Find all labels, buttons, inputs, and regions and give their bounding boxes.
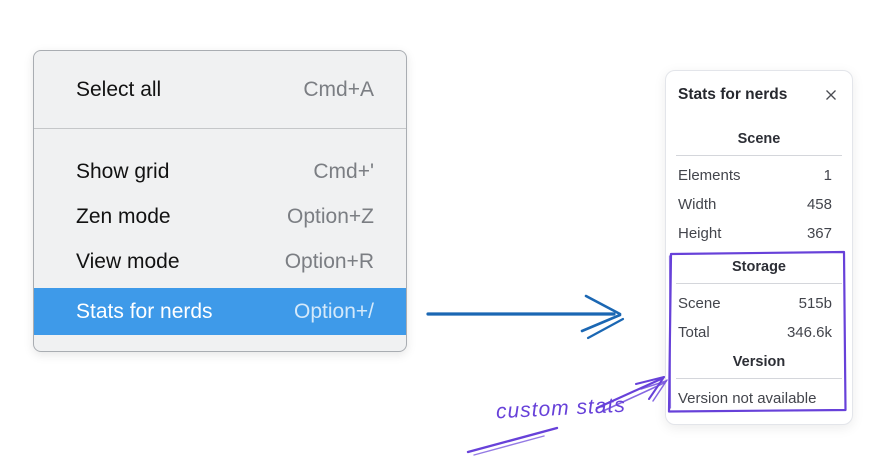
stat-label: Total [678, 324, 710, 341]
context-menu: Select all Cmd+A Show grid Cmd+' Zen mod… [33, 50, 407, 352]
section-divider [676, 283, 842, 284]
section-header-scene: Scene [737, 131, 781, 147]
menu-item-shortcut: Cmd+' [313, 159, 374, 183]
pointer-arrow [426, 294, 625, 340]
menu-divider [34, 128, 406, 129]
section-header-version: Version [732, 354, 786, 370]
menu-item-label: Zen mode [76, 204, 171, 228]
stat-value: 1 [823, 167, 832, 184]
menu-item-stats-for-nerds[interactable]: Stats for nerds Option+/ [34, 288, 406, 335]
menu-item-label: Stats for nerds [76, 299, 213, 323]
stat-label: Width [678, 196, 717, 213]
menu-item-zen-mode[interactable]: Zen mode Option+Z [34, 194, 406, 239]
stats-panel-titlebar: Stats for nerds [666, 86, 852, 104]
stat-label: Height [678, 225, 722, 242]
section-divider [676, 378, 842, 379]
menu-item-view-mode[interactable]: View mode Option+R [34, 239, 406, 284]
menu-group: Show grid Cmd+' Zen mode Option+Z View m… [34, 129, 406, 351]
stat-row-height: Height 367 [666, 219, 852, 248]
stats-panel: Stats for nerds Scene Elements 1 Width 4… [665, 70, 853, 425]
stat-value: 458 [806, 196, 832, 213]
stat-value: 367 [806, 225, 832, 242]
stats-panel-title: Stats for nerds [678, 86, 788, 103]
stat-label: Scene [678, 295, 721, 312]
menu-item-shortcut: Option+/ [294, 299, 374, 323]
close-button[interactable] [822, 86, 840, 104]
stat-row-elements: Elements 1 [666, 161, 852, 190]
stat-value: 515b [798, 295, 832, 312]
version-note: Version not available [678, 390, 817, 407]
section-divider [676, 155, 842, 156]
menu-item-label: Show grid [76, 159, 170, 183]
menu-item-show-grid[interactable]: Show grid Cmd+' [34, 149, 406, 194]
stat-row-width: Width 458 [666, 190, 852, 219]
section-header-storage: Storage [732, 259, 786, 275]
stat-label: Elements [678, 167, 741, 184]
menu-item-label: View mode [76, 249, 180, 273]
stat-value: 346.6k [786, 324, 832, 341]
close-icon [826, 90, 836, 100]
custom-stats-annotation: custom stats [495, 393, 627, 424]
menu-item-shortcut: Cmd+A [303, 77, 374, 101]
menu-item-label: Select all [76, 77, 162, 101]
menu-item-shortcut: Option+R [284, 249, 374, 273]
stat-row-scene-storage: Scene 515b [666, 289, 852, 318]
menu-item-shortcut: Option+Z [287, 204, 374, 228]
stat-row-total-storage: Total 346.6k [666, 318, 852, 347]
menu-item-select-all[interactable]: Select all Cmd+A [34, 51, 406, 128]
